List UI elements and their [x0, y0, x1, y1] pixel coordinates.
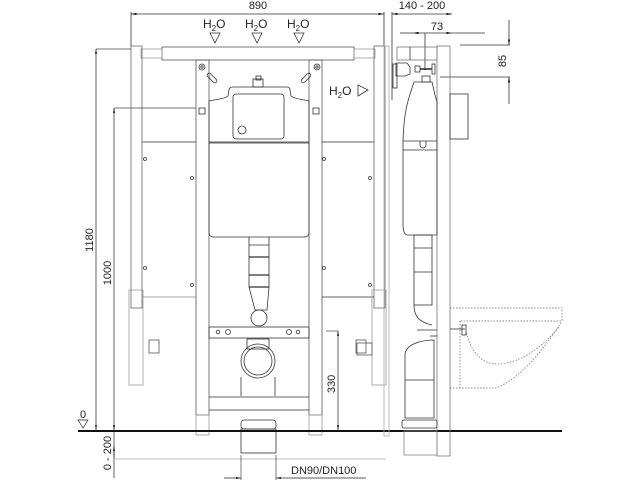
floor-depth-label: 0 - 200	[102, 436, 114, 470]
height-upper-label: 1000	[102, 261, 114, 285]
water-label: H2O	[245, 17, 267, 33]
level-marker-icon	[312, 107, 320, 115]
drain-pipe-label: DN90/DN100	[291, 465, 356, 477]
side-view	[356, 12, 511, 457]
side-water-label: H2O	[329, 84, 351, 100]
offset-dimension-label: 73	[431, 21, 443, 33]
height-total-label: 1180	[84, 228, 96, 252]
water-label: H2O	[287, 17, 309, 33]
wc-bowl-outline	[449, 307, 563, 389]
front-view	[128, 12, 387, 454]
water-inlet-arrow-icon	[251, 32, 263, 44]
top-offset-dimension-label: 85	[497, 55, 509, 67]
vertical-dimensions	[77, 48, 386, 480]
water-inlet-arrow-icon	[293, 32, 305, 44]
water-label: H2O	[203, 17, 225, 33]
floor-level-marker-icon	[77, 419, 89, 429]
height-drain-label: 330	[326, 375, 338, 393]
depth-dimension-label: 140 - 200	[399, 0, 445, 12]
mount-screw-icon	[313, 63, 321, 71]
water-inlet-arrow-icon	[209, 32, 221, 44]
level-marker-icon	[198, 107, 206, 115]
mount-screw-icon	[198, 63, 206, 71]
width-dimension-label: 890	[249, 0, 267, 12]
floor-level-label: 0	[80, 409, 86, 421]
water-inlet-arrow-icon	[357, 84, 369, 97]
